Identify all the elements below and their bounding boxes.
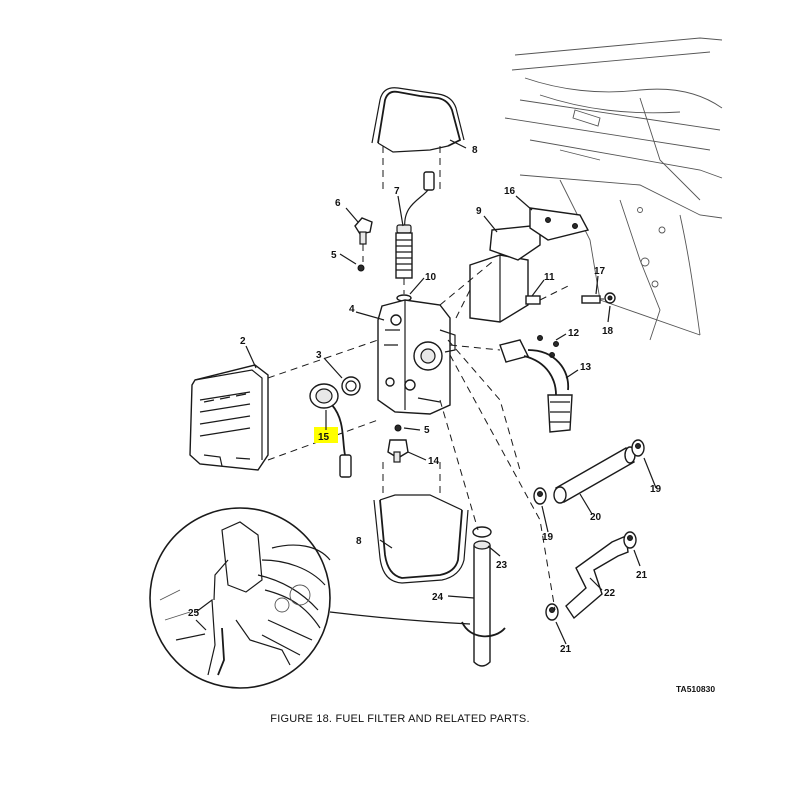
retaining-bail-upper: [371, 87, 465, 190]
callout-19-right: 19: [650, 484, 662, 495]
fuel-hose-22: [565, 534, 629, 620]
bolt-11: [525, 284, 571, 305]
callout-20: 20: [590, 512, 602, 523]
drain-valve-harness-15: [309, 383, 352, 478]
callout-24: 24: [432, 592, 444, 603]
drawing-reference-number: TA510830: [676, 684, 716, 694]
callout-leaders: [195, 139, 657, 645]
detail-leader-line: [329, 611, 471, 625]
callout-15: 15: [318, 432, 330, 443]
callout-21-lower: 21: [560, 644, 572, 655]
callout-4: 4: [349, 304, 355, 315]
callout-3: 3: [316, 350, 322, 361]
callout-14: 14: [428, 456, 440, 467]
callout-8-upper: 8: [472, 145, 478, 156]
hose-clamp-19-upper: [631, 439, 645, 457]
detail-view-circle: [149, 507, 331, 689]
fuel-hose-20: [553, 446, 636, 504]
callout-12: 12: [568, 328, 580, 339]
fuel-tube-24: [472, 526, 492, 667]
clamp-ring: [461, 621, 506, 638]
callout-17: 17: [594, 266, 606, 277]
callout-8-lower: 8: [356, 536, 362, 547]
fuel-filter-2: [189, 339, 379, 471]
callout-16: 16: [504, 186, 516, 197]
highlight-box-15: [314, 427, 338, 443]
hose-clamp-21-lower: [545, 603, 559, 621]
callout-18: 18: [602, 326, 614, 337]
callout-6: 6: [335, 198, 341, 209]
hose-clamp-21-upper: [623, 531, 637, 549]
callout-2: 2: [240, 336, 246, 347]
callout-labels: 8 7 6 5 10 4 2 3 15 5 14 9 16 11 12 13 1…: [188, 145, 662, 655]
water-sensor-assembly: [395, 171, 435, 294]
figure-caption: FIGURE 18. FUEL FILTER AND RELATED PARTS…: [270, 713, 530, 725]
vent-plug-6: [354, 217, 373, 262]
callout-13: 13: [580, 362, 592, 373]
filter-head-4: [377, 299, 456, 415]
bolt-17: [581, 295, 604, 304]
o-ring-3: [341, 376, 361, 396]
callout-22: 22: [604, 588, 616, 599]
callout-7: 7: [394, 186, 400, 197]
nut-5-lower: [394, 424, 402, 432]
assembly-lines: [439, 261, 556, 611]
vehicle-frame-background: [504, 37, 723, 341]
callout-9: 9: [476, 206, 482, 217]
retaining-bail-lower: [373, 462, 469, 584]
callout-5-lower: 5: [424, 425, 430, 436]
mounting-bracket-16: [529, 207, 590, 241]
callout-10: 10: [425, 272, 437, 283]
callout-25: 25: [188, 608, 200, 619]
callout-11: 11: [544, 272, 555, 283]
callout-23: 23: [496, 560, 508, 571]
mounting-bracket-9: [469, 224, 541, 323]
callout-19-left: 19: [542, 532, 554, 543]
hose-clamp-19-lower: [533, 487, 547, 505]
wiring-harness-13: [499, 335, 573, 433]
callout-21-right: 21: [636, 570, 648, 581]
callout-5-upper: 5: [331, 250, 337, 261]
nut-5-upper: [357, 264, 365, 272]
drain-cock-14: [387, 439, 409, 463]
